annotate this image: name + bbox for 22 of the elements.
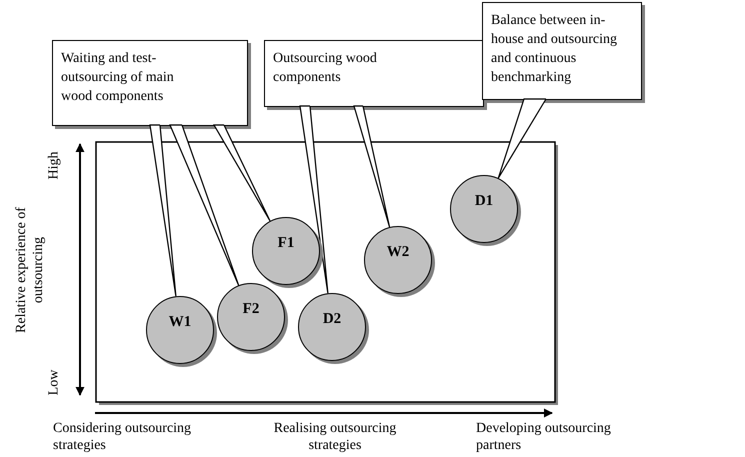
- callout-tail: [149, 124, 176, 297]
- axis-title: Relative experience of outsourcing: [13, 206, 47, 335]
- axis-end-label: High: [46, 151, 62, 179]
- company-code: W2: [386, 244, 410, 261]
- callout-text: Outsourcing wood components: [273, 50, 378, 87]
- axis-stage-label: Developing outsourcing partners: [476, 420, 612, 454]
- callout-tail: [212, 124, 271, 222]
- axis-stage-label: Realising outsourcing strategies: [272, 420, 398, 454]
- callout-bubble: [52, 40, 248, 126]
- callout-tail: [498, 98, 547, 179]
- company-code: D2: [322, 310, 342, 328]
- company-code: F2: [242, 300, 260, 318]
- callout-text: Waiting and test-outsourcing of main wood components: [61, 50, 175, 106]
- axis-end-label: Low: [45, 369, 62, 395]
- company-code: W1: [168, 314, 192, 331]
- callout-tail: [353, 105, 390, 228]
- callout-tail: [299, 105, 328, 294]
- callout-tail: [169, 124, 240, 286]
- axis-stage-label: Considering outsourcing strategies: [53, 420, 192, 454]
- callout-text: Balance between in-house and outsourcing and continuous benchmarking: [491, 12, 618, 87]
- company-code: F1: [276, 234, 296, 252]
- company-code: D1: [474, 192, 494, 210]
